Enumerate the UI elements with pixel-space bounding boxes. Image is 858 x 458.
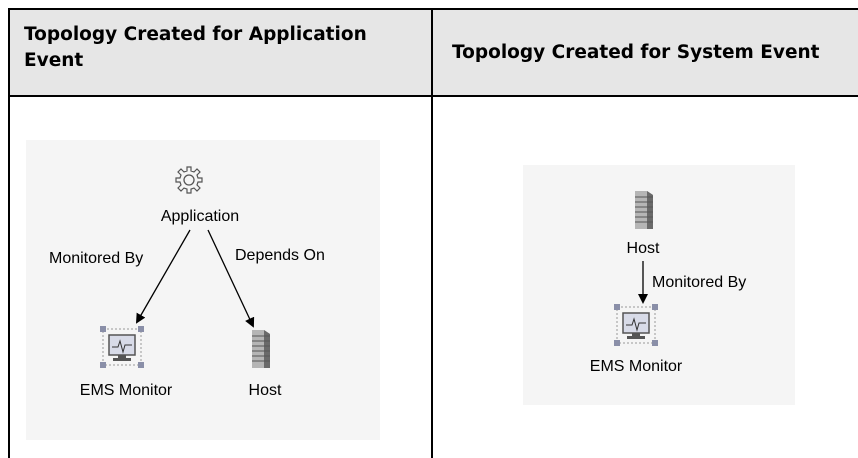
monitor-icon <box>100 326 144 368</box>
host-node-label: Host <box>249 382 282 399</box>
application-topology-diagram: Application Monitored By Depends On EMS … <box>26 140 380 440</box>
table-left-border <box>8 8 10 458</box>
ems-monitor-node-label: EMS Monitor <box>590 358 683 375</box>
host-node-label: Host <box>627 240 660 257</box>
edge-label-monitored-by: Monitored By <box>652 274 746 291</box>
column-divider <box>431 8 433 458</box>
monitor-icon <box>614 304 658 346</box>
edge-label-depends-on: Depends On <box>235 247 325 264</box>
system-topology-diagram: Host Monitored By EMS Monitor <box>523 165 795 405</box>
application-node-label: Application <box>161 208 239 225</box>
gear-icon <box>175 166 203 194</box>
header-application-event: Topology Created for Application Event <box>24 24 367 71</box>
edge-label-monitored-by: Monitored By <box>49 250 143 267</box>
header-system-event: Topology Created for System Event <box>452 42 820 63</box>
table-header-row <box>8 8 858 96</box>
table-top-border <box>8 8 858 10</box>
edge-depends-on <box>207 229 255 328</box>
server-icon <box>635 191 653 229</box>
server-icon <box>252 330 270 368</box>
ems-monitor-node-label: EMS Monitor <box>80 382 173 399</box>
edge-monitored-by <box>136 229 191 324</box>
header-divider <box>8 95 858 97</box>
